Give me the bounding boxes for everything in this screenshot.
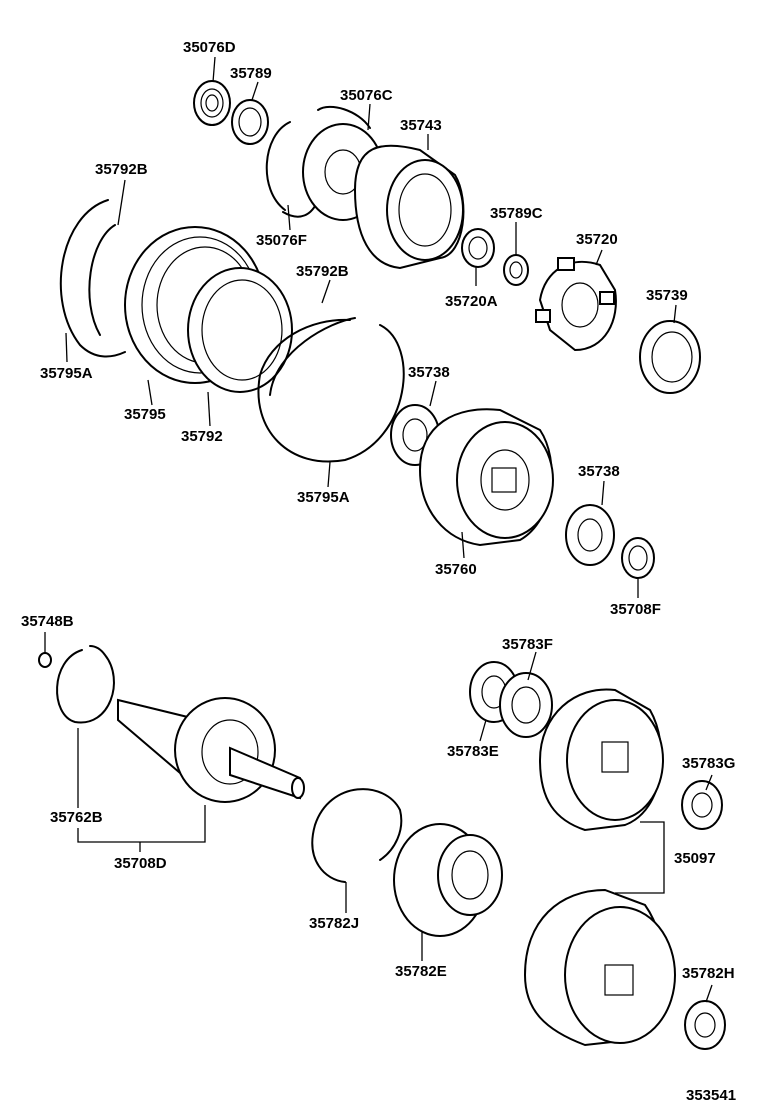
snap-ring-35782j [311,788,403,883]
label-35795a-mid: 35795A [297,489,350,506]
label-35783e: 35783E [447,743,499,760]
bearing-35720a [461,228,495,268]
gear-35097-lower [523,888,676,1047]
washer-35738-right [565,504,615,566]
label-35738-right: 35738 [578,463,620,480]
carrier-35720 [535,257,617,352]
snap-ring-35762b [56,645,115,724]
label-35792: 35792 [181,428,223,445]
ring-35748b [38,652,52,668]
seal-35708f [621,537,655,579]
label-35782h: 35782H [682,965,735,982]
label-35076f: 35076F [256,232,307,249]
leader-lines [44,56,713,1003]
label-35708f: 35708F [610,601,661,618]
label-35076d: 35076D [183,39,236,56]
label-35076c: 35076C [340,87,393,104]
label-35795a-left: 35795A [40,365,93,382]
seal-35789 [231,99,269,145]
label-35720: 35720 [576,231,618,248]
diagram-id-label: 353541 [686,1087,737,1104]
gear-35097-upper [538,688,664,832]
bearing-35739 [639,320,701,394]
label-35097: 35097 [674,850,716,867]
drum-35743 [353,144,465,270]
label-35795: 35795 [124,406,166,423]
label-35792b-top: 35792B [95,161,148,178]
label-35783g: 35783G [682,755,736,772]
label-35708d: 35708D [114,855,167,872]
bearing-35783f [499,672,553,738]
label-35789c: 35789C [490,205,543,222]
bearing-35782e [393,823,503,937]
nut-35782h [684,1000,726,1050]
label-35782e: 35782E [395,963,447,980]
snap-ring-35795a-left [59,199,126,358]
snap-ring-35795a-mid [257,318,405,463]
label-35720a: 35720A [445,293,498,310]
label-35739: 35739 [646,287,688,304]
label-35783f: 35783F [502,636,553,653]
bearing-35076d [193,80,231,126]
label-35760: 35760 [435,561,477,578]
label-35792b-mid: 35792B [296,263,349,280]
label-35782j: 35782J [309,915,360,932]
label-35743: 35743 [400,117,442,134]
label-35789: 35789 [230,65,272,82]
label-35748b: 35748B [21,613,74,630]
label-35738-top: 35738 [408,364,450,381]
shaft-35708d [117,697,305,803]
nut-35783g [681,780,723,830]
drum-35760 [418,408,554,547]
washer-35789c [503,254,529,286]
label-35762b: 35762B [50,809,103,826]
